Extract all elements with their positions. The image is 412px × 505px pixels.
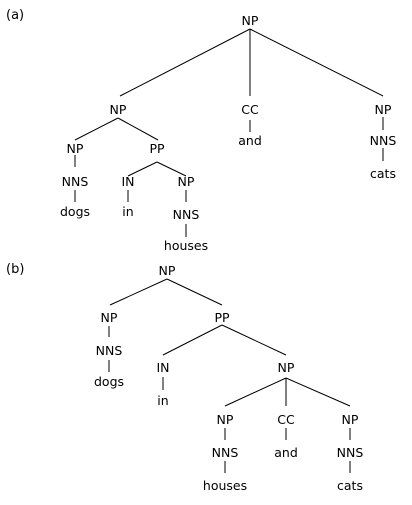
panel-b-and-word: and (274, 445, 298, 460)
panel-b-np-cats: NP (342, 412, 359, 427)
panel-b-root-np: NP (159, 263, 176, 278)
panel-a-houses-word: houses (164, 238, 208, 253)
panel-a-in-tag: IN (121, 174, 134, 189)
panel-b-edges (108, 278, 351, 473)
panel-b-houses-word: houses (203, 478, 247, 493)
panel-b-nns-cats: NNS (337, 445, 364, 460)
panel-a-and-word: and (238, 133, 262, 148)
panel-a-nns-dogs: NNS (62, 174, 89, 189)
panel-a-np-houses: NP (178, 174, 195, 189)
panel-a-cats-word: cats (370, 166, 396, 181)
panel-b-cats-word: cats (337, 478, 363, 493)
panel-a-pp: PP (149, 141, 165, 156)
panel-b-in-tag: IN (156, 360, 169, 375)
panel-b-in-word: in (157, 393, 168, 408)
panel-a-cc: CC (241, 102, 259, 117)
panel-a-np-dogs: NP (67, 141, 84, 156)
panel-b-label: (b) (6, 262, 24, 277)
panel-b-np-coord: NP (278, 360, 295, 375)
panel-a-root-np: NP (242, 13, 259, 28)
panel-b-nns-houses: NNS (212, 445, 239, 460)
panel-a-label: (a) (6, 8, 24, 23)
panel-b-dogs-word: dogs (94, 374, 124, 389)
panel-a-nns-cats: NNS (370, 133, 397, 148)
panel-a-np-right: NP (375, 102, 392, 117)
panel-b-cc: CC (277, 412, 295, 427)
panel-b-np-houses: NP (217, 412, 234, 427)
panel-a-edges (74, 28, 384, 237)
panel-a-dogs-word: dogs (60, 204, 90, 219)
panel-a-np-left: NP (110, 102, 127, 117)
panel-a-nns-houses: NNS (173, 207, 200, 222)
panel-b-np-dogs: NP (101, 310, 118, 325)
panel-a-in-word: in (122, 204, 133, 219)
panel-b-pp: PP (214, 310, 230, 325)
panel-b-nns-dogs: NNS (96, 343, 123, 358)
